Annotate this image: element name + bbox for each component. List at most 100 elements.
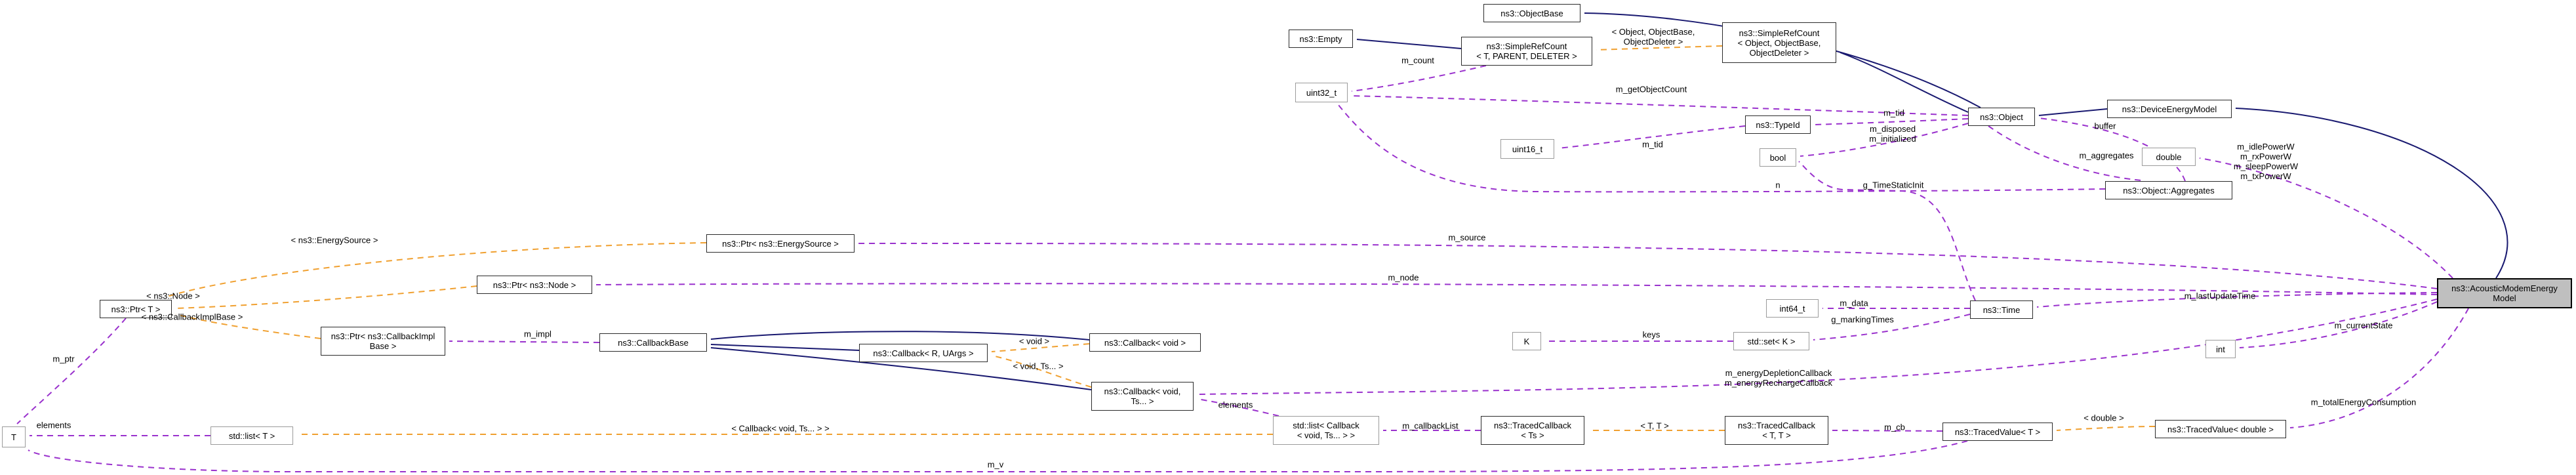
edge-devmodel-to-object [2038, 108, 2108, 116]
edge-label-m-current-state: m_currentState [2334, 320, 2393, 331]
edge-label-m-tid-object: m_tid [1883, 108, 1904, 118]
edge-label-template-callback-impl-base: < ns3::CallbackImplBase > [141, 312, 243, 322]
edge-srct-to-uint32-m-count [1351, 65, 1487, 92]
node-type-id[interactable]: ns3::TypeId [1745, 115, 1811, 134]
edge-label-elements-callback: elements [1218, 400, 1253, 410]
node-std-set-k[interactable]: std::set< K > [1733, 332, 1809, 350]
node-object-aggregates[interactable]: ns3::Object::Aggregates [2105, 181, 2232, 199]
node-double[interactable]: double [2142, 148, 2196, 166]
edge-label-m-impl: m_impl [524, 329, 552, 339]
edge-label-m-tid-typeid: m_tid [1642, 139, 1663, 150]
edge-srco-to-srct-template [1596, 45, 1723, 51]
edge-label-keys: keys [1642, 329, 1660, 340]
node-object[interactable]: ns3::Object [1968, 108, 2035, 126]
edge-object-to-srco [1840, 52, 1969, 113]
node-empty[interactable]: ns3::Empty [1289, 30, 1353, 48]
node-traced-value-double[interactable]: ns3::TracedValue< double > [2155, 420, 2286, 438]
edge-tvt-to-t-m-v [28, 440, 1968, 473]
edge-tvd-to-tvt-template [2056, 426, 2156, 431]
edge-label-m-source: m_source [1448, 232, 1486, 243]
edge-label-template-callback-void-ts: < Callback< void, Ts... > > [731, 423, 830, 434]
edge-acoustic-to-ptr-es-source [858, 243, 2438, 289]
edge-srct-to-empty [1356, 39, 1462, 49]
node-traced-value-t[interactable]: ns3::TracedValue< T > [1942, 423, 2053, 441]
edge-time-to-set-marking [1813, 314, 1971, 341]
node-callback-base[interactable]: ns3::CallbackBase [599, 333, 707, 352]
edge-label-m-total-energy-consumption: m_totalEnergyConsumption [2310, 397, 2417, 407]
edge-acoustic-to-tvd-total [2289, 308, 2469, 428]
edge-acoustic-to-time [2036, 292, 2438, 308]
node-simple-ref-count-t[interactable]: ns3::SimpleRefCount < T, PARENT, DELETER… [1461, 37, 1592, 66]
edge-label-elements-t: elements [36, 420, 71, 430]
node-t[interactable]: T [2, 426, 26, 447]
edge-tvt-to-tcbtt-m-cb [1832, 430, 1943, 432]
node-traced-callback-t-t[interactable]: ns3::TracedCallback < T, T > [1725, 416, 1828, 445]
node-ptr-callback-impl-base[interactable]: ns3::Ptr< ns3::CallbackImpl Base > [321, 327, 445, 356]
edge-cbvoidts-to-callbackbase [710, 347, 1092, 390]
edge-ptres-to-ptrt-template [165, 242, 707, 298]
node-k[interactable]: K [1512, 332, 1541, 350]
node-time[interactable]: ns3::Time [1970, 300, 2033, 319]
edge-label-m-count: m_count [1401, 55, 1434, 66]
edge-ptrnode-to-ptrt-template [175, 285, 477, 309]
edge-cbvoidts-to-cbruargs-template [992, 355, 1092, 388]
edge-label-template-t-t: < T, T > [1640, 421, 1669, 431]
node-ptr-t[interactable]: ns3::Ptr< T > [100, 300, 172, 318]
node-int[interactable]: int [2205, 340, 2236, 358]
node-traced-callback-ts[interactable]: ns3::TracedCallback < Ts > [1481, 416, 1584, 445]
edge-label-m-cb: m_cb [1884, 422, 1905, 432]
edge-label-template-void-ts: < void, Ts... > [1013, 361, 1064, 371]
edge-cbruargs-to-callbackbase [710, 344, 860, 351]
edge-label-m-v: m_v [987, 459, 1004, 470]
edge-acoustic-to-double-powers [2199, 157, 2453, 279]
node-callback-void[interactable]: ns3::Callback< void > [1089, 333, 1201, 352]
edge-label-template-simple-ref-count: < Object, ObjectBase, ObjectDeleter > [1611, 27, 1695, 47]
edge-object-to-bool [1800, 123, 1969, 157]
edge-label-buffer: buffer [2094, 121, 2116, 131]
node-callback-void-ts[interactable]: ns3::Callback< void, Ts... > [1091, 382, 1194, 411]
edge-acoustic-to-devmodel [2235, 108, 2508, 279]
edge-label-m-aggregates: m_aggregates [2079, 150, 2134, 161]
edge-cbvoid-to-callbackbase [710, 331, 1090, 341]
node-ptr-energy-source[interactable]: ns3::Ptr< ns3::EnergySource > [706, 234, 855, 253]
edge-ptrcib-to-ptrt-template [175, 314, 321, 339]
node-uint16-t[interactable]: uint16_t [1500, 139, 1554, 159]
node-acoustic-modem-energy-model: ns3::AcousticModemEnergy Model [2437, 278, 2572, 308]
edge-object-to-uint32-count [1351, 95, 1969, 116]
node-std-list-callback[interactable]: std::list< Callback < void, Ts... > > [1273, 416, 1379, 445]
node-ptr-node[interactable]: ns3::Ptr< ns3::Node > [477, 276, 592, 294]
edge-object-to-typeid-m-tid [1814, 118, 1969, 125]
edge-label-m-get-object-count: m_getObjectCount [1615, 84, 1687, 94]
edge-ptrt-to-t-m-ptr [16, 318, 127, 424]
node-callback-r-uargs[interactable]: ns3::Callback< R, UArgs > [859, 344, 988, 362]
edge-label-template-energy-source: < ns3::EnergySource > [291, 235, 378, 245]
edge-typeid-to-uint16-m-tid [1558, 125, 1746, 149]
edge-label-m-node: m_node [1388, 272, 1419, 283]
node-uint32-t[interactable]: uint32_t [1295, 83, 1348, 102]
edge-label-n: n [1775, 180, 1781, 190]
edge-label-m-last-update-time: m_lastUpdateTime [2184, 291, 2256, 301]
node-int64-t[interactable]: int64_t [1766, 299, 1819, 318]
edge-acoustic-to-ptr-node [595, 283, 2438, 295]
node-object-base[interactable]: ns3::ObjectBase [1483, 4, 1580, 22]
node-simple-ref-count-object[interactable]: ns3::SimpleRefCount < Object, ObjectBase… [1722, 22, 1836, 63]
node-device-energy-model[interactable]: ns3::DeviceEnergyModel [2107, 100, 2232, 118]
edge-cbvoid-to-cbruargs-template [991, 343, 1090, 352]
edge-label-m-data: m_data [1840, 298, 1868, 308]
edge-label-template-void: < void > [1018, 336, 1050, 346]
edge-callbackbase-to-ptrcib [449, 341, 600, 343]
edge-aggregates-to-object-buffer [2038, 117, 2186, 182]
edge-label-g-marking-times: g_markingTimes [1831, 314, 1894, 325]
edge-label-m-callback-list: m_callbackList [1402, 421, 1459, 431]
edge-label-g-time-static-init: g_TimeStaticInit [1862, 180, 1924, 190]
edge-aggregates-to-uint32-n [1338, 104, 2106, 193]
edge-label-m-disposed-initialized: m_disposed m_initialized [1869, 124, 1916, 144]
edge-label-energy-callbacks: m_energyDepletionCallback m_energyRechar… [1724, 368, 1833, 388]
edge-acoustic-to-int-state [2239, 301, 2438, 348]
edge-listcb-to-cbvoidts-elements [1197, 398, 1279, 417]
node-bool[interactable]: bool [1760, 148, 1796, 167]
node-std-list-t[interactable]: std::list< T > [211, 426, 293, 445]
edge-time-to-bool-static-init [1798, 161, 1976, 301]
